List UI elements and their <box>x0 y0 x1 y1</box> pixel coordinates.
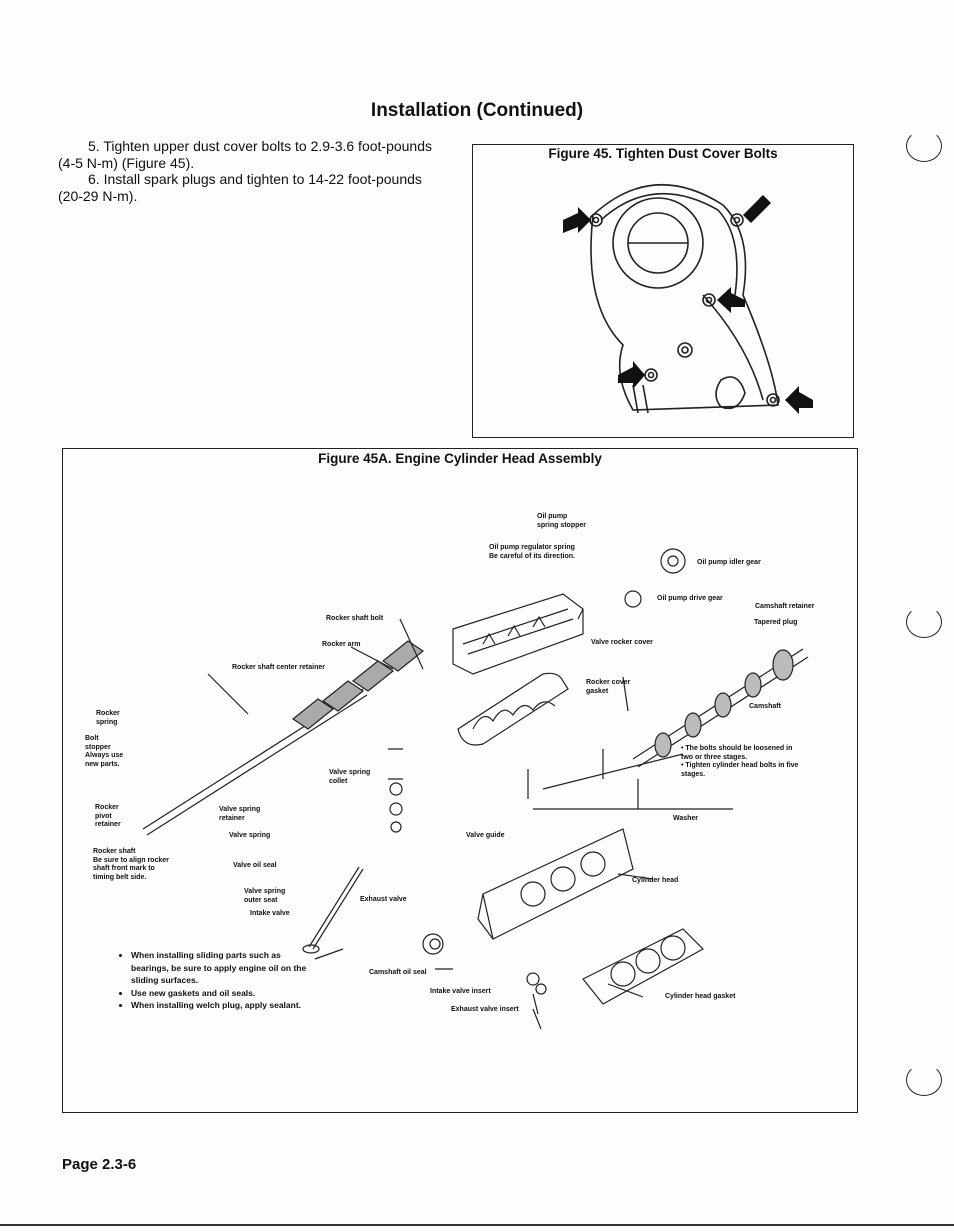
label-camshaft-oil-seal: Camshaft oil seal <box>369 969 427 976</box>
page-heading: Installation (Continued) <box>370 100 584 121</box>
figure-45: Figure 45. Tighten Dust Cover Bolts <box>472 144 854 438</box>
label-rocker-shaft-bolt: Rocker shaft bolt <box>326 615 384 622</box>
label-camshaft: Camshaft <box>749 703 781 710</box>
label-valve-rocker-cover: Valve rocker cover <box>591 639 653 646</box>
binder-hole <box>906 606 942 638</box>
binder-hole <box>906 130 942 162</box>
dust-cover-illustration <box>563 183 813 414</box>
cylinder-head-exploded-view <box>142 548 809 1030</box>
label-tapered-plug: Tapered plug <box>754 619 798 626</box>
note-item: When installing welch plug, apply sealan… <box>131 999 317 1012</box>
note-item: Use new gaskets and oil seals. <box>131 987 317 1000</box>
bottom-rule <box>0 1224 954 1226</box>
label-cylinder-head: Cylinder head <box>632 877 679 884</box>
step-6: 6. Install spark plugs and tighten to 14… <box>58 171 422 204</box>
label-oil-pump-regulator-spring: Oil pump regulator spring Be careful of … <box>489 544 575 560</box>
label-cylinder-head-gasket: Cylinder head gasket <box>665 993 736 1000</box>
figure-45a: Figure 45A. Engine Cylinder Head Assembl… <box>62 448 858 1113</box>
label-exhaust-valve-insert: Exhaust valve insert <box>451 1006 519 1013</box>
label-valve-oil-seal: Valve oil seal <box>233 862 277 869</box>
label-oil-pump-idler-gear: Oil pump idler gear <box>697 559 761 566</box>
label-intake-valve-insert: Intake valve insert <box>430 988 491 995</box>
figure-45a-caption: Figure 45A. Engine Cylinder Head Assembl… <box>318 451 602 466</box>
arrow-icon <box>563 207 591 233</box>
label-exhaust-valve: Exhaust valve <box>360 896 407 903</box>
label-valve-spring-retainer: Valve spring retainer <box>219 806 261 822</box>
label-rocker-spring: Rocker spring <box>96 710 120 726</box>
arrow-icon <box>717 287 745 313</box>
label-valve-guide: Valve guide <box>466 832 505 839</box>
bolt-arrows <box>563 195 813 414</box>
arrow-icon <box>743 195 771 223</box>
note-item: When installing sliding parts such as be… <box>131 949 317 987</box>
arrow-icon <box>618 361 645 389</box>
label-intake-valve: Intake valve <box>250 910 290 917</box>
step-5: 5. Tighten upper dust cover bolts to 2.9… <box>58 138 432 171</box>
label-oil-pump-drive-gear: Oil pump drive gear <box>657 595 723 602</box>
label-valve-spring: Valve spring <box>229 832 271 839</box>
label-rocker-arm: Rocker arm <box>322 641 361 648</box>
arrow-icon <box>785 386 813 414</box>
label-bolt-stopper: Bolt stopper Always use new parts. <box>85 735 124 768</box>
label-washer: Washer <box>673 815 699 822</box>
label-valve-spring-outer-seat: Valve spring outer seat <box>244 888 286 904</box>
assembly-notes: When installing sliding parts such as be… <box>117 949 317 1012</box>
label-camshaft-retainer: Camshaft retainer <box>755 603 815 610</box>
instruction-steps: 5. Tighten upper dust cover bolts to 2.9… <box>58 138 448 204</box>
label-valve-spring-collet: Valve spring collet <box>329 769 371 785</box>
page-number: Page 2.3-6 <box>62 1156 137 1173</box>
binder-hole <box>906 1064 942 1096</box>
label-rocker-shaft-center-retainer: Rocker shaft center retainer <box>232 664 325 671</box>
label-rocker-pivot-retainer: Rocker pivot retainer <box>95 804 121 828</box>
label-bolts-note: • The bolts should be loosened in two or… <box>681 745 799 778</box>
figure-45-caption: Figure 45. Tighten Dust Cover Bolts <box>548 146 778 161</box>
label-oil-pump-spring-stopper: Oil pump spring stopper <box>537 513 587 529</box>
label-rocker-shaft: Rocker shaft Be sure to align rocker sha… <box>93 848 169 881</box>
label-rocker-cover-gasket: Rocker cover gasket <box>586 679 631 695</box>
